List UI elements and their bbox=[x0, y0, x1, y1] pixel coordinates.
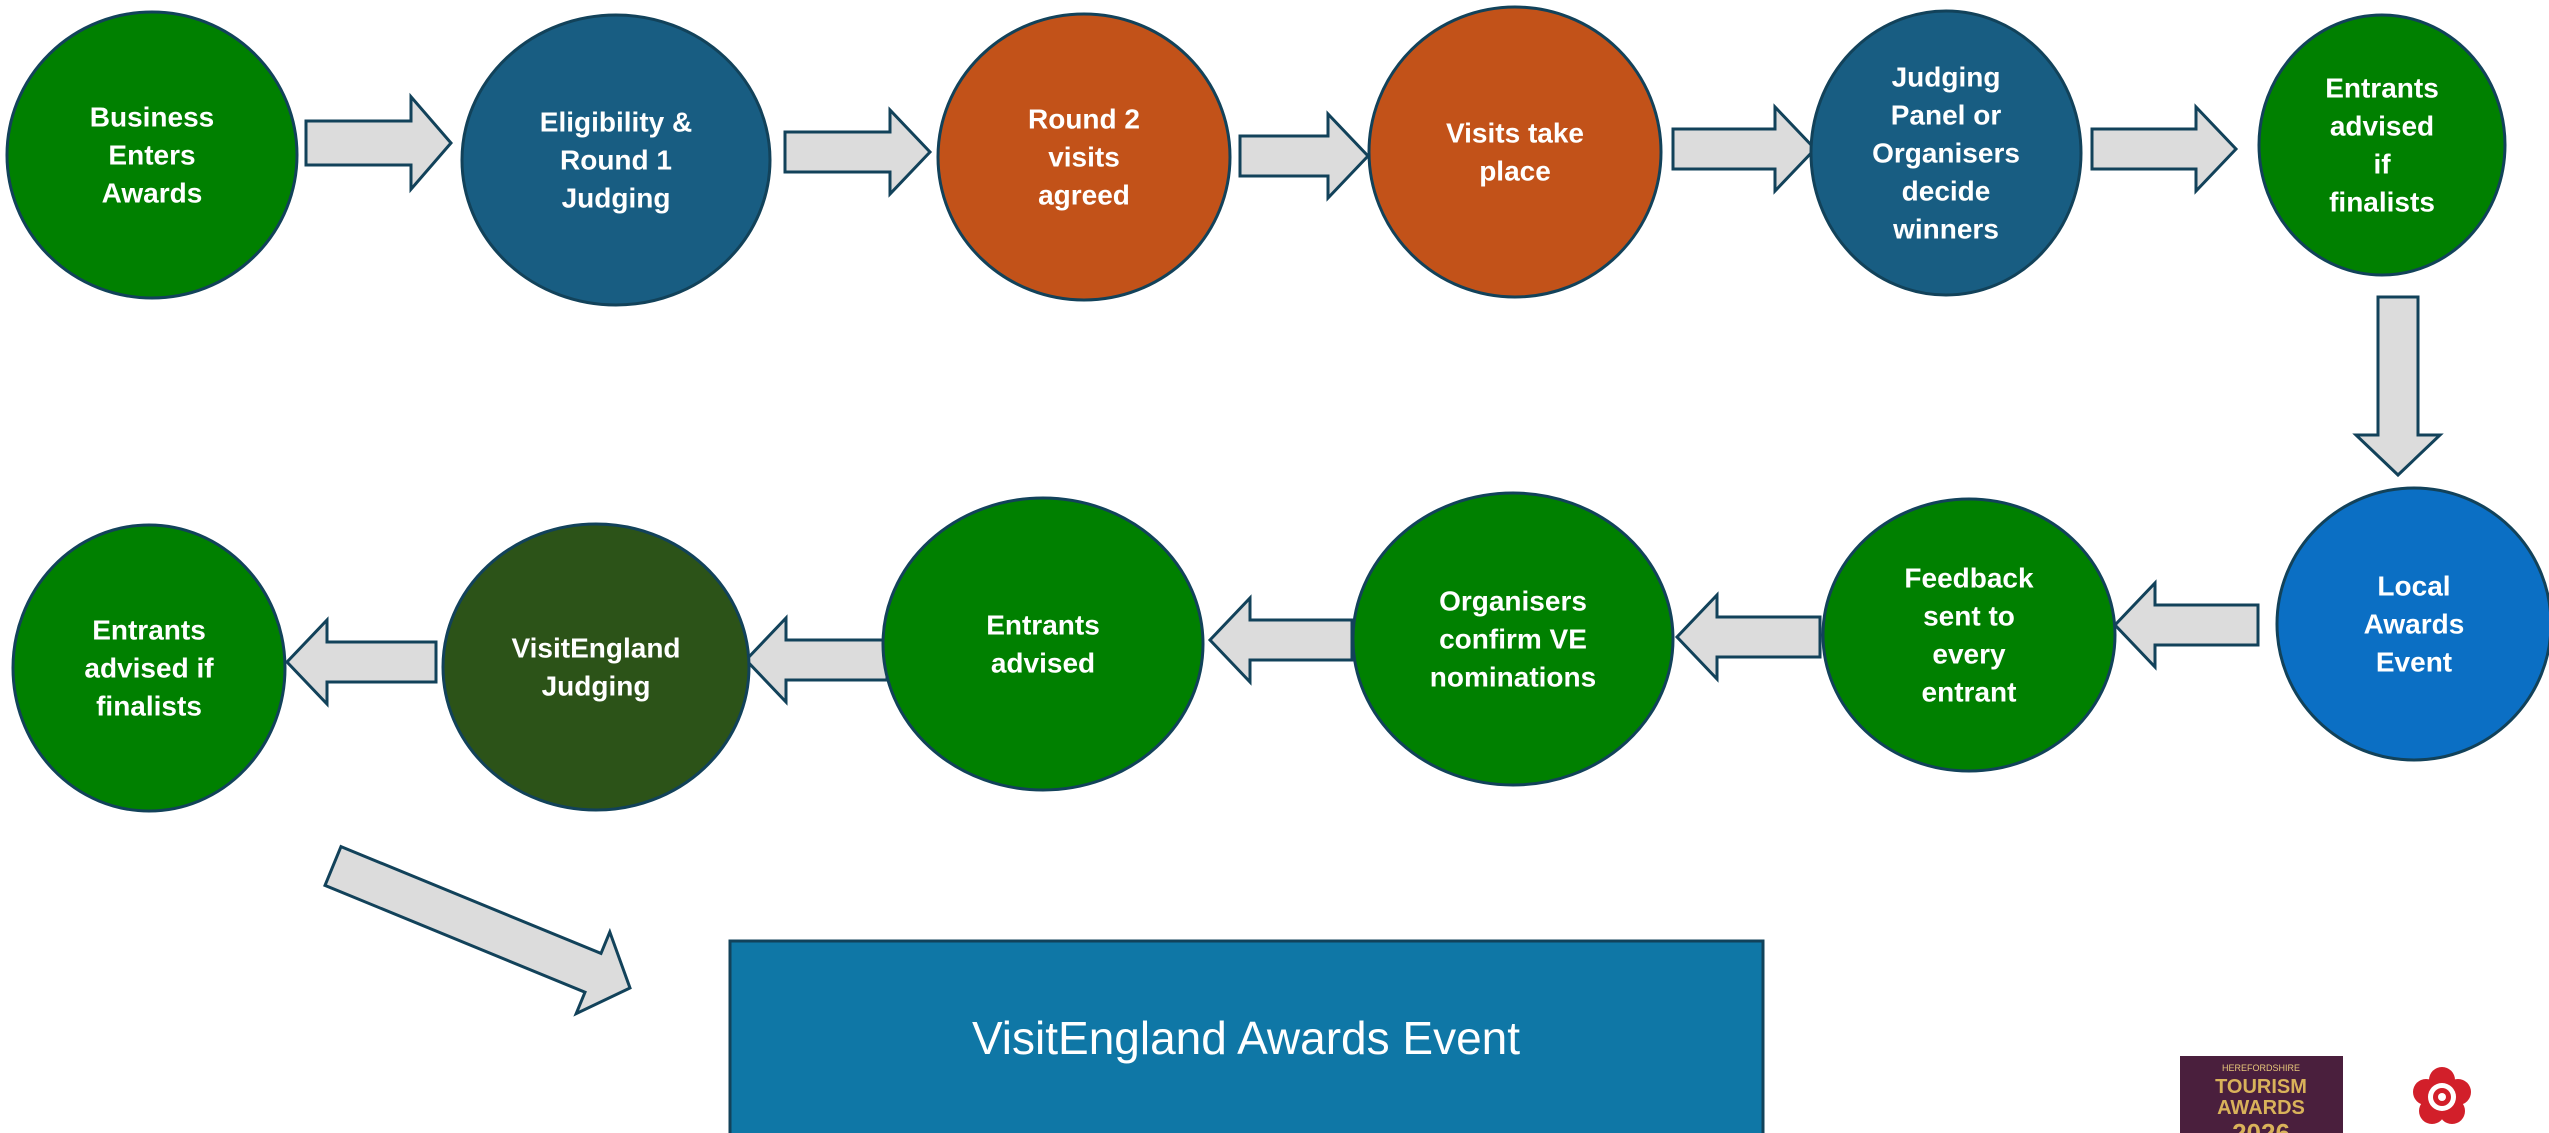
step-node-2: Eligibility & Round 1 Judging bbox=[460, 13, 772, 307]
step-label-line: Panel or bbox=[1891, 100, 2002, 131]
step-label-line: Round 2 bbox=[1028, 104, 1140, 135]
step-node-6: Entrants advised if finalists bbox=[2257, 13, 2507, 277]
flow-arrow-1 bbox=[304, 92, 453, 194]
step-label-line: visits bbox=[1048, 142, 1120, 173]
step-circle bbox=[1821, 497, 2117, 773]
step-label-line: Organisers bbox=[1872, 138, 2020, 169]
step-label-line: Feedback bbox=[1904, 563, 2034, 594]
step-circle bbox=[1367, 5, 1663, 299]
step-circle bbox=[2257, 13, 2507, 277]
step-node-9: Organisers confirm VE nominations bbox=[1351, 491, 1675, 787]
step-label-line: Entrants bbox=[92, 615, 206, 646]
flow-arrow-11 bbox=[284, 616, 438, 708]
step-label-line: advised bbox=[2330, 111, 2434, 142]
step-label-line: Organisers bbox=[1439, 586, 1587, 617]
flow-arrows bbox=[284, 92, 2444, 1017]
step-label-line: Judging bbox=[542, 671, 651, 702]
step-label-line: place bbox=[1479, 156, 1551, 187]
step-label-line: winners bbox=[1892, 214, 1999, 245]
step-circle bbox=[1809, 9, 2083, 297]
logo-line1: TOURISM bbox=[2215, 1076, 2307, 1098]
step-label-line: advised if bbox=[84, 653, 214, 684]
step-circle bbox=[1351, 491, 1675, 787]
step-circle bbox=[441, 522, 751, 812]
step-label-line: Judging bbox=[562, 183, 671, 214]
logo-county: HEREFORDSHIRE bbox=[2222, 1063, 2300, 1073]
step-label-line: Entrants bbox=[986, 610, 1100, 641]
step-node-3: Round 2 visits agreed bbox=[936, 12, 1232, 302]
step-label-line: Awards bbox=[102, 178, 203, 209]
step-label-line: Business bbox=[90, 102, 215, 133]
flow-arrow-5 bbox=[2090, 103, 2239, 195]
step-circle bbox=[881, 496, 1205, 792]
flow-arrow-7 bbox=[2112, 579, 2260, 671]
final-event-rect bbox=[728, 939, 1765, 1133]
step-circle bbox=[460, 13, 772, 307]
flow-arrow-10 bbox=[743, 614, 889, 706]
step-label-line: finalists bbox=[2329, 187, 2435, 218]
step-label-line: entrant bbox=[1922, 677, 2017, 708]
flow-arrow-4 bbox=[1671, 103, 1818, 195]
step-label-line: Round 1 bbox=[560, 145, 672, 176]
step-label-line: advised bbox=[991, 648, 1095, 679]
step-label-line: finalists bbox=[96, 691, 202, 722]
step-circle bbox=[936, 12, 1232, 302]
step-label-line: Local bbox=[2377, 571, 2450, 602]
step-node-8: Feedback sent to every entrant bbox=[1821, 497, 2117, 773]
step-node-4: Visits take place bbox=[1367, 5, 1663, 299]
step-circle bbox=[5, 10, 299, 300]
step-label-line: Entrants bbox=[2325, 73, 2439, 104]
step-label-line: Visits take bbox=[1446, 118, 1584, 149]
flow-arrow-12 bbox=[323, 844, 632, 1017]
step-circle bbox=[2275, 486, 2549, 762]
final-event-label: VisitEngland Awards Event bbox=[972, 1012, 1520, 1064]
step-label-line: nominations bbox=[1430, 662, 1596, 693]
step-label-line: agreed bbox=[1038, 180, 1130, 211]
flow-arrow-3 bbox=[1238, 110, 1371, 202]
step-label-line: sent to bbox=[1923, 601, 2015, 632]
step-circle bbox=[11, 523, 287, 813]
step-label-line: Judging bbox=[1892, 62, 2001, 93]
step-label-line: if bbox=[2373, 149, 2391, 180]
step-label-line: Enters bbox=[108, 140, 195, 171]
step-label-line: Event bbox=[2376, 647, 2452, 678]
step-label-line: Awards bbox=[2364, 609, 2465, 640]
step-label-line: Eligibility & bbox=[540, 107, 692, 138]
flow-arrow-8 bbox=[1674, 591, 1822, 683]
step-node-12: Entrants advised if finalists bbox=[11, 523, 287, 813]
step-label-line: every bbox=[1932, 639, 2006, 670]
step-label-line: VisitEngland bbox=[511, 633, 680, 664]
tudor-rose-icon bbox=[2413, 1067, 2471, 1124]
step-label-line: confirm VE bbox=[1439, 624, 1587, 655]
step-node-10: Entrants advised bbox=[881, 496, 1205, 792]
final-event-box: VisitEngland Awards Event bbox=[728, 939, 1765, 1133]
logo-line2: AWARDS bbox=[2217, 1097, 2305, 1119]
flow-arrow-9 bbox=[1207, 594, 1354, 686]
logo-year: 2026 bbox=[2232, 1118, 2290, 1133]
herefordshire-tourism-awards-logo: HEREFORDSHIRE TOURISM AWARDS 2026 bbox=[2180, 1056, 2343, 1133]
step-label-line: decide bbox=[1902, 176, 1991, 207]
flow-arrow-2 bbox=[783, 106, 933, 198]
flow-arrow-6 bbox=[2352, 295, 2444, 478]
